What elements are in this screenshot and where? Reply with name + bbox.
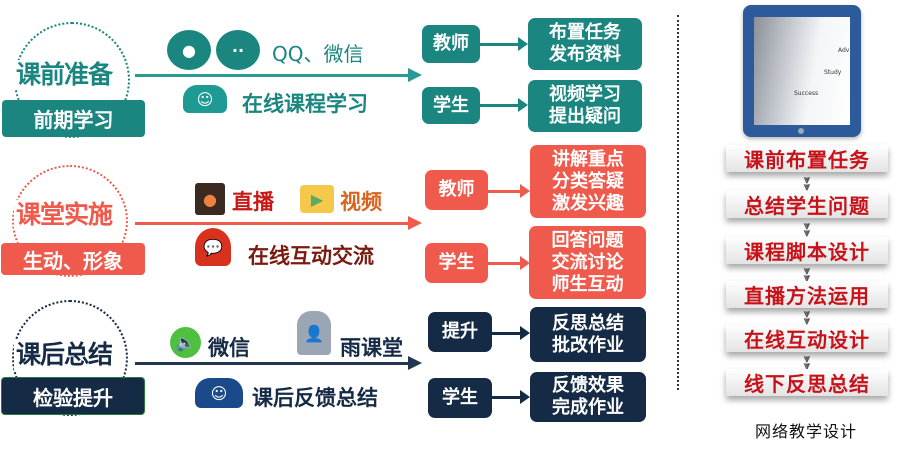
- chevron-down-icon: ⩔⩔: [803, 173, 811, 193]
- step-3: 课程脚本设计: [726, 237, 888, 264]
- section-3-student-tasks: 反馈效果 完成作业: [530, 372, 646, 422]
- tablet-word-study: Study: [824, 69, 842, 76]
- section-3-channel-rain-classroom: 雨课堂: [340, 336, 403, 360]
- section-3-role-improve: 提升: [428, 312, 492, 352]
- section-1-student-arrow: [480, 98, 528, 112]
- section-2-channel-live: 直播: [232, 190, 274, 214]
- chevron-down-icon: ⩔⩔: [803, 264, 811, 284]
- section-2-role-teacher: 教师: [425, 170, 488, 210]
- step-2: 总结学生问题: [726, 191, 888, 218]
- section-3-student-arrow: [492, 390, 530, 404]
- section-2-teacher-tasks: 讲解重点 分类答疑 激发兴趣: [530, 145, 646, 218]
- section-3-channel-feedback: 课后反馈总结: [252, 386, 378, 410]
- tablet-home-button: [798, 128, 804, 134]
- section-1-role-student: 学生: [422, 87, 480, 124]
- section-3-improve-arrow: [492, 326, 530, 340]
- qq-icon: ●: [167, 30, 211, 70]
- step-1: 课前布置任务: [726, 145, 888, 172]
- section-2-arrow: [135, 216, 422, 230]
- section-1-teacher-arrow: [480, 37, 528, 51]
- section-2-circle: [12, 165, 128, 277]
- section-1-subtitle: 前期学习: [2, 100, 145, 137]
- section-1-role-teacher: 教师: [422, 25, 480, 63]
- section-3-role-student: 学生: [428, 378, 492, 418]
- section-1-student-tasks: 视频学习 提出疑问: [528, 80, 642, 132]
- tablet-image: Study Success Adv: [743, 5, 861, 137]
- caption: 网络教学设计: [755, 422, 858, 441]
- section-1-channel-online-course: 在线课程学习: [242, 92, 368, 116]
- section-1-teacher-tasks: 布置任务 发布资料: [528, 18, 642, 70]
- chevron-down-icon: ⩔⩔: [803, 307, 811, 327]
- section-2-channel-interaction: 在线互动交流: [248, 244, 374, 268]
- live-icon: ●: [195, 183, 225, 215]
- users-icon: ☺: [195, 378, 243, 408]
- section-1-title: 课前准备: [14, 60, 115, 90]
- step-6: 线下反思总结: [726, 369, 888, 396]
- tablet-word-success: Success: [794, 90, 819, 97]
- section-3-subtitle: 检验提升: [1, 377, 145, 415]
- speaker-icon: 🔈: [170, 327, 201, 358]
- section-1-channel-qq-wechat: QQ、微信: [272, 42, 364, 66]
- step-5: 在线互动设计: [726, 325, 888, 352]
- chevron-down-icon: ⩔⩔: [803, 352, 811, 372]
- video-icon: ▶: [300, 185, 334, 213]
- step-4: 直播方法运用: [726, 281, 888, 308]
- section-3-circle: [12, 300, 128, 416]
- users-icon: ☺: [183, 85, 227, 113]
- section-3-arrow: [135, 356, 422, 370]
- chat-icon: 💬: [195, 228, 231, 266]
- section-3-channel-wechat: 微信: [208, 336, 250, 360]
- section-2-subtitle: 生动、形象: [1, 243, 145, 275]
- vertical-divider: [677, 15, 679, 390]
- tablet-word-adv: Adv: [838, 47, 850, 54]
- chevron-down-icon: ⩔⩔: [803, 219, 811, 239]
- section-3-title: 课后总结: [14, 340, 115, 370]
- section-1-arrow: [135, 68, 422, 82]
- section-2-channel-video: 视频: [340, 190, 382, 214]
- section-3-improve-tasks: 反思总结 批改作业: [530, 307, 646, 362]
- section-2-teacher-arrow: [488, 184, 530, 198]
- section-2-student-tasks: 回答问题 交流讨论 师生互动: [529, 226, 646, 299]
- section-2-role-student: 学生: [425, 243, 488, 283]
- section-2-title: 课堂实施: [14, 200, 115, 230]
- wechat-icon: ∙∙: [216, 30, 260, 70]
- section-2-student-arrow: [488, 256, 530, 270]
- teacher-icon: 👤: [297, 311, 331, 355]
- tablet-screen: Study Success Adv: [754, 17, 850, 125]
